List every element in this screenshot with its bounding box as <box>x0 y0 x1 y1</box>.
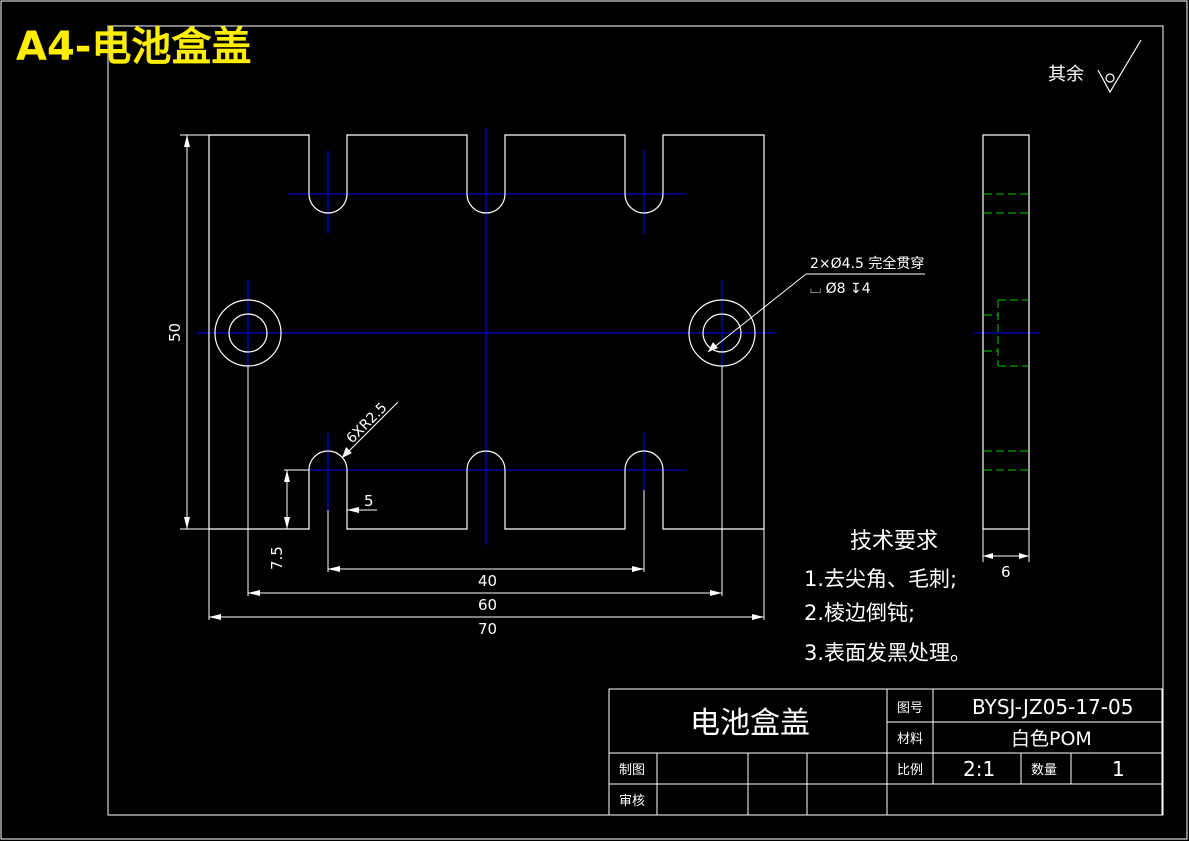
scale: 2:1 <box>963 757 995 781</box>
checked-label: 审核 <box>619 794 645 809</box>
dimension-lines <box>180 134 925 620</box>
qty: 1 <box>1112 757 1125 781</box>
main-view <box>196 128 776 545</box>
dim-offset: 7.5 <box>268 546 286 570</box>
dim-height: 50 <box>166 323 184 342</box>
drawing-no-label: 图号 <box>897 701 923 716</box>
dim-fillet: 6XR2.5 <box>344 400 391 447</box>
drawing-no: BYSJ-JZ05-17-05 <box>972 695 1133 719</box>
dim-thickness: 6 <box>1001 563 1011 581</box>
dim-span-70: 70 <box>478 620 497 638</box>
scale-label: 比例 <box>897 763 923 778</box>
tech-item-1: 1.去尖角、毛刺; <box>804 567 957 591</box>
tech-item-3: 3.表面发黑处理。 <box>804 641 971 665</box>
tech-heading: 技术要求 <box>850 529 938 554</box>
banner-title: A4-电池盒盖 <box>16 24 251 70</box>
dim-span-60: 60 <box>478 596 497 614</box>
hidden-lines <box>984 193 1028 471</box>
tech-item-2: 2.棱边倒钝; <box>804 601 915 625</box>
material: 白色POM <box>1011 728 1092 750</box>
arrowhead <box>983 553 993 559</box>
material-label: 材料 <box>897 732 923 747</box>
dim-slot-width: 5 <box>364 492 374 510</box>
arrowhead <box>1019 553 1029 559</box>
qty-label: 数量 <box>1031 763 1057 778</box>
roughness-symbol-icon <box>1097 39 1142 94</box>
side-view: 6 <box>974 134 1040 581</box>
drawn-label: 制图 <box>619 763 645 778</box>
surface-note: 其余 <box>1048 64 1084 85</box>
side-outline <box>982 134 1030 530</box>
hole-callout-line2: ⌴ Ø8 ↧4 <box>810 281 871 297</box>
arrowheads <box>184 135 764 620</box>
tech-requirements: 技术要求 1.去尖角、毛刺; 2.棱边倒钝; 3.表面发黑处理。 <box>804 529 971 665</box>
part-name: 电池盒盖 <box>690 706 810 741</box>
title-block <box>608 688 1163 816</box>
dim-span-40: 40 <box>478 572 497 590</box>
hole-callout-line1: 2×Ø4.5 完全贯穿 <box>810 255 924 272</box>
